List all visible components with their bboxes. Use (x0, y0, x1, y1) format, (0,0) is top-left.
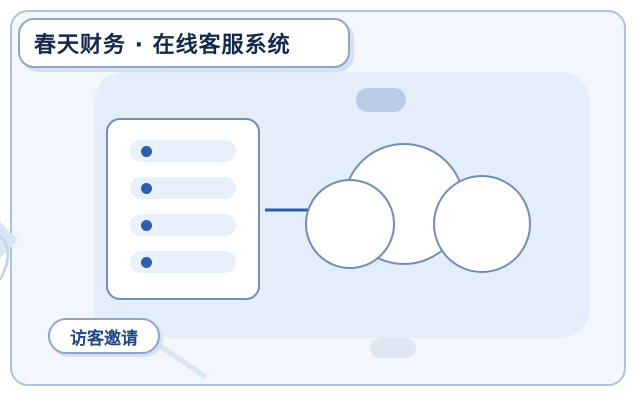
screen-foot (370, 338, 416, 358)
list-item (130, 251, 236, 273)
page-title: 春天财务 · 在线客服系统 (34, 33, 291, 58)
list-item (130, 177, 236, 199)
left-edge-triangle (0, 222, 18, 258)
title-badge: 春天财务 · 在线客服系统 (18, 18, 350, 68)
invite-visitor-button[interactable]: 访客邀请 (48, 318, 160, 354)
left-edge-arc (0, 234, 10, 281)
list-item (130, 140, 236, 162)
cloud-left-circle (305, 179, 395, 269)
list-item (130, 214, 236, 236)
bullet-dot (141, 146, 152, 157)
screen-notch (356, 88, 406, 112)
cloud-right-circle (433, 175, 531, 273)
bullet-dot (141, 257, 152, 268)
invite-visitor-label: 访客邀请 (70, 328, 138, 349)
bullet-dot (141, 220, 152, 231)
list-panel-icon (106, 118, 260, 300)
bullet-dot (141, 183, 152, 194)
cloud-icon (305, 143, 531, 273)
diagonal-stroke-bottom-left (157, 343, 207, 379)
